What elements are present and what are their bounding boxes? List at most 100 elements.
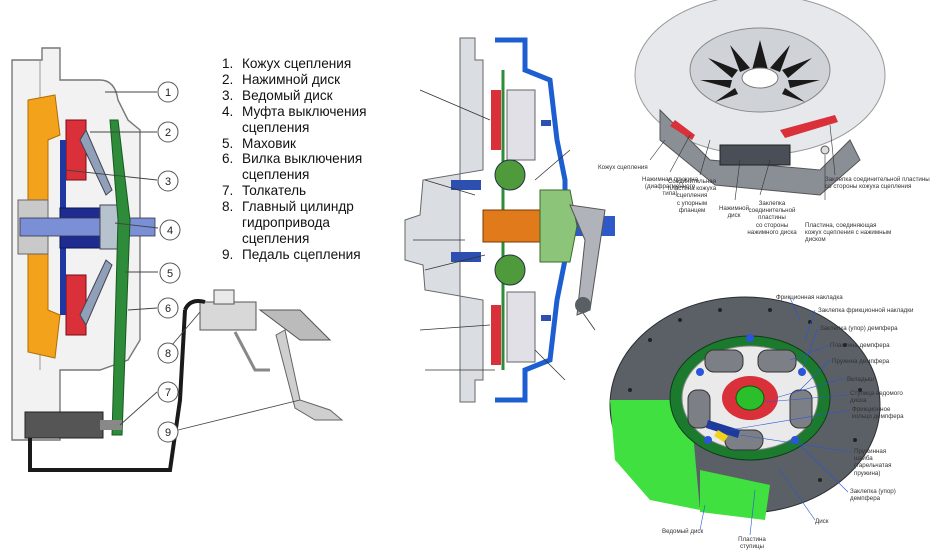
label-damper-plate: Пластина демпфера [830,342,890,349]
legend-text: Главный цилиндр гидропривода сцепления [242,199,354,246]
label-disc: Диск [815,518,829,525]
legend-text: Маховик [242,135,297,151]
driven-disc-upper [60,140,66,215]
driven-disc-drawing [609,296,881,536]
callout-2: 2 [157,121,179,143]
legend-item: 7.Толкатель [222,183,382,199]
flywheel-section [404,37,484,403]
legend-item: 4. Муфта выключения сцепления [222,104,382,136]
pedal-bracket [258,309,332,341]
disc-green-section [610,400,700,510]
release-fork [109,119,131,436]
bolt-upper [451,180,481,190]
legend-text: Муфта выключения сцепления [242,103,367,135]
master-cylinder [199,301,257,331]
label-hub-plate: Пластина ступицы [738,536,766,551]
pedal-arm [275,329,344,421]
driven-disc-leaders [699,297,853,536]
slave-rod [100,420,122,430]
clutch-cross-section [365,30,615,410]
pressure-plate-drawing [634,0,886,201]
callout-5-text: 5 [167,268,173,280]
callout-3: 3 [157,170,179,192]
legend-item: 8. Главный цилиндр гидропривода сцепления [222,199,382,247]
legend-num: 4. [222,103,234,119]
driven-disc-assembly: Фрикционная накладка Заклепка фрикционно… [590,280,939,555]
legend-text: Ведомый диск [242,87,333,103]
legend-text: Кожух сцепления [242,56,352,71]
legend-text: Нажимной диск [242,71,341,87]
callout-7-text: 7 [165,387,171,399]
label-lining-rivet: Заклепка фрикционной накладки [818,307,914,314]
friction-pad-lower [491,305,501,365]
disc-green-section-2 [700,470,770,520]
clutch-system-drawing: 1 2 3 4 5 6 8 7 9 [11,47,344,472]
label-damper-spring: Пружина демпфера [832,358,890,365]
release-bearing-section [539,189,578,263]
callout-6: 6 [157,297,179,319]
bolt-lower [451,252,481,262]
diaphragm-upper [79,128,113,196]
pressure-plate-up [506,89,536,161]
connecting-plate-left [670,120,695,140]
section-leader-lines [413,89,596,381]
legend-item: 9. Педаль сцепления [222,247,382,263]
parts-legend: 1. Кожух сцепления 2. Нажимной диск 3. Ведо… [222,56,382,263]
damper-spring-lower [494,254,526,286]
center-hole [741,67,779,89]
callout-4: 4 [159,219,181,241]
legend-text: Педаль сцепления [242,246,361,262]
rivet-upper [541,120,551,126]
legend-num: 6. [222,151,234,167]
legend-num: 8. [222,199,234,215]
callout-2-text: 2 [165,127,171,139]
hub-splines [735,385,765,411]
legend-num: 1. [222,56,234,71]
input-shaft [19,217,156,237]
cross-section-drawing [404,37,615,403]
legend-num: 9. [222,246,234,262]
callout-4-text: 4 [167,225,173,237]
legend-item: 1. Кожух сцепления [222,56,382,72]
label-damper-rivet-2: Заклепка (упор) демпфера [850,488,896,503]
legend-item: 6.Вилка выключения сцепления [222,151,382,183]
pressure-plate-assembly: Кожух сцепления Нажимная пружина (диафра… [598,0,939,270]
clutch-system-diagram: 1 2 3 4 5 6 8 7 9 [0,40,360,480]
damper-rivets [696,334,806,444]
legend-item: 3. Ведомый диск [222,88,382,104]
driven-disc-lower [60,240,66,315]
label-plate-connect: Пластина, соединяющая кожух сцепления с … [805,222,892,244]
callout-8: 8 [157,342,179,364]
housing-rivet [820,145,830,155]
label-insert: Вкладыш [847,376,874,383]
legend-item: 5.Маховик [222,136,382,152]
label-rivet-housing: Заклепка соединительной пластины со стор… [825,176,930,191]
diaphragm-lower [79,259,113,327]
callout-1: 1 [157,81,179,103]
fork-pivot [575,297,591,313]
master-line [183,299,206,311]
pressure-plate-leaders [649,124,836,201]
pedal-arm-2 [233,331,270,372]
label-friction-ring: Фрикционное кольцо демпфера [852,406,904,421]
legend-num: 7. [222,183,234,199]
callout-6-text: 6 [165,303,171,315]
legend-item: 2. Нажимной диск [222,72,382,88]
callout-5: 5 [159,262,181,284]
damper-spring-upper [494,159,526,191]
callout-7: 7 [157,381,179,403]
hydraulic-line [28,309,187,472]
reservoir [213,289,235,305]
pressure-disc [719,144,791,166]
legend-num: 2. [222,71,234,87]
callout-1-text: 1 [165,87,171,99]
legend-num: 3. [222,87,234,103]
label-plate-housing: Соединительная пластина кожуха сцепления… [667,178,717,214]
leader-lines [64,91,301,431]
diaphragm-fingers [700,40,820,102]
label-rivet-disc: Заклепка соединительной пластины со стор… [747,200,797,236]
friction-ring-blue [706,420,740,438]
callout-9-text: 9 [165,427,171,439]
hub-splines [482,209,544,243]
friction-pad-upper [491,90,501,150]
